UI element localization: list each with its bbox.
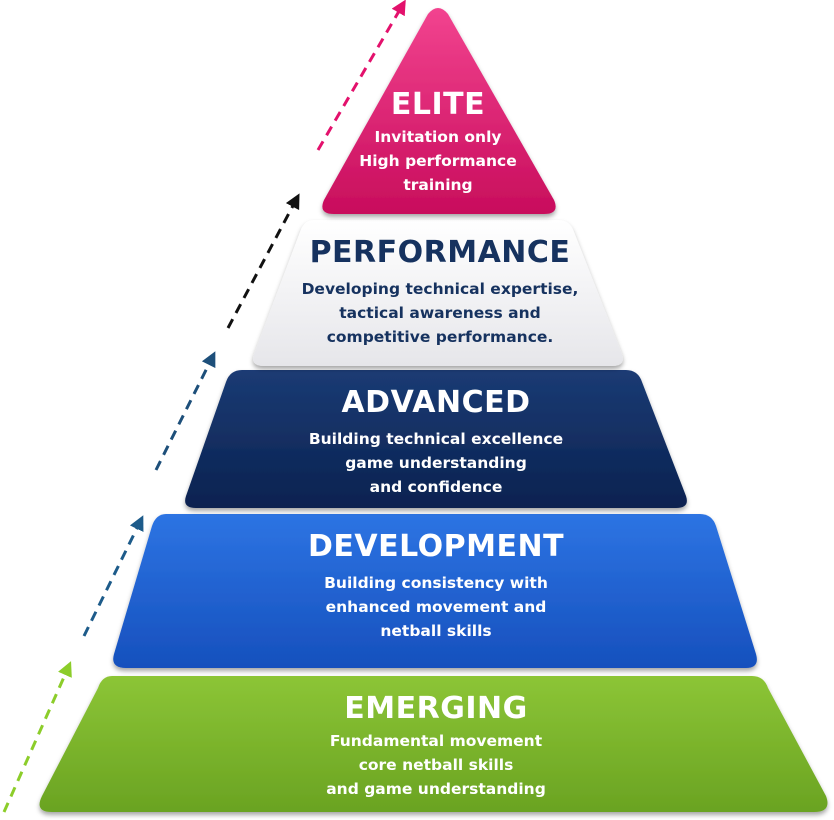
description-line: training <box>403 175 473 194</box>
description-line: Building technical excellence <box>308 429 564 448</box>
description-line: netball skills <box>380 621 492 640</box>
description-line: Building consistency with <box>324 573 548 592</box>
tier-elite-description: Invitation only High performance trainin… <box>338 125 538 197</box>
description-line: High performance <box>359 151 517 170</box>
tier-emerging-shape <box>39 676 828 812</box>
description-line: and confidence <box>369 477 503 496</box>
tier-advanced-shape <box>185 370 687 508</box>
tier-development: DEVELOPMENT Building consistency with en… <box>246 529 626 643</box>
description-line: competitive performance. <box>326 327 554 346</box>
description-line: core netball skills <box>358 755 514 774</box>
tier-advanced-description: Building technical excellence game under… <box>266 427 606 499</box>
tier-performance-description: Developing technical expertise, tactical… <box>280 277 600 349</box>
arrow-performance <box>226 193 300 329</box>
arrow-advanced <box>154 351 216 471</box>
tier-elite: ELITE Invitation only High performance t… <box>338 87 538 197</box>
tier-advanced-title: ADVANCED <box>341 385 531 420</box>
arrow-development <box>82 515 144 637</box>
tier-development-shape <box>113 514 757 668</box>
tier-advanced: ADVANCED Building technical excellence g… <box>266 385 606 499</box>
tier-performance: PERFORMANCE Developing technical experti… <box>280 235 600 349</box>
tier-emerging: EMERGING Fundamental movement core netba… <box>246 691 626 801</box>
tier-development-description: Building consistency with enhanced movem… <box>246 571 626 643</box>
description-line: game understanding <box>345 453 527 472</box>
tier-performance-shape <box>253 220 623 366</box>
tier-performance-title: PERFORMANCE <box>309 235 571 270</box>
description-line: Fundamental movement <box>329 731 543 750</box>
description-line: and game understanding <box>326 779 546 798</box>
tier-elite-shape <box>322 8 556 214</box>
arrow-emerging <box>2 661 72 813</box>
tier-emerging-description: Fundamental movement core netball skills… <box>246 729 626 801</box>
description-line: tactical awareness and <box>339 303 541 322</box>
description-line: Invitation only <box>374 127 502 146</box>
arrow-elite <box>316 0 406 151</box>
tier-development-title: DEVELOPMENT <box>307 529 565 564</box>
description-line: enhanced movement and <box>325 597 547 616</box>
tier-elite-title: ELITE <box>390 87 486 122</box>
description-line: Developing technical expertise, <box>301 279 579 298</box>
tier-emerging-title: EMERGING <box>344 691 528 726</box>
